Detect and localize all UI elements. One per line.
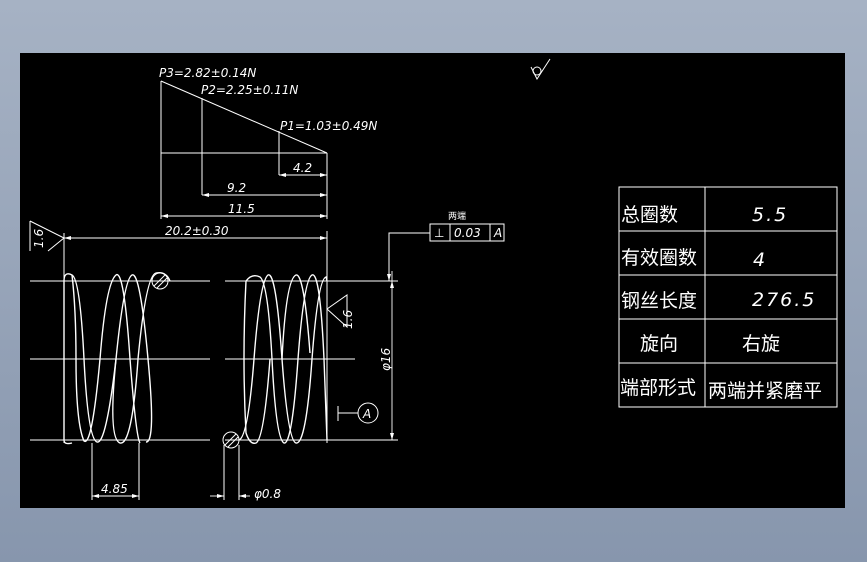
- roughness-general-icon: [530, 58, 551, 81]
- spec-value-end-type: 两端并紧磨平: [708, 380, 822, 402]
- spring-drawing: P3=2.82±0.14N P2=2.25±0.11N P1=1.03±0.49…: [29, 58, 838, 501]
- force-diagram: P3=2.82±0.14N P2=2.25±0.11N P1=1.03±0.49…: [159, 66, 377, 219]
- tolerance-value: 0.03: [454, 226, 481, 240]
- tolerance-symbol: ⊥: [434, 226, 444, 240]
- force-p2-label: P2=2.25±0.11N: [201, 83, 298, 97]
- free-length-dimension: 20.2±0.30 1.6: [29, 220, 328, 443]
- spec-value-active-coils: 4: [753, 249, 767, 271]
- spec-value-wire-length: 276.5: [752, 289, 816, 311]
- dim-11-5-label: 11.5: [228, 202, 255, 216]
- spec-label-total-coils: 总圈数: [621, 204, 678, 226]
- wire-diameter-dimension: φ0.8: [210, 445, 281, 501]
- spec-label-wire-length: 钢丝长度: [621, 290, 697, 312]
- spec-table: 总圈数 5.5 有效圈数 4 钢丝长度 276.5 旋向 右旋 端部形式 两端并…: [618, 186, 838, 408]
- tolerance-datum: A: [493, 226, 502, 240]
- dim-4-2-label: 4.2: [293, 161, 312, 175]
- spec-value-total-coils: 5.5: [752, 204, 788, 226]
- drawing-canvas: P3=2.82±0.14N P2=2.25±0.11N P1=1.03±0.49…: [20, 53, 845, 508]
- roughness-left-label: 1.6: [32, 229, 46, 248]
- wire-diameter-label: φ0.8: [254, 487, 281, 501]
- spec-label-end-type: 端部形式: [620, 377, 696, 399]
- datum-a-symbol: A: [337, 402, 379, 424]
- free-length-label: 20.2±0.30: [165, 224, 229, 238]
- spec-label-active-coils: 有效圈数: [621, 247, 697, 269]
- tolerance-note: 两端: [448, 210, 466, 222]
- datum-a-label: A: [362, 407, 371, 421]
- spring-body: [30, 271, 355, 449]
- dim-9-2-label: 9.2: [227, 181, 246, 195]
- outer-diameter-dimension: φ16: [327, 271, 398, 441]
- spec-value-direction: 右旋: [742, 333, 780, 355]
- tolerance-frame: 两端 ⊥ 0.03 A: [387, 210, 505, 281]
- pitch-dimension: 4.85: [91, 443, 140, 500]
- pitch-label: 4.85: [101, 482, 128, 496]
- force-p3-label: P3=2.82±0.14N: [159, 66, 256, 80]
- force-p1-label: P1=1.03±0.49N: [280, 119, 377, 133]
- outer-diameter-label: φ16: [379, 347, 393, 371]
- roughness-right-icon: 1.6: [326, 294, 355, 329]
- spec-label-direction: 旋向: [640, 333, 678, 355]
- roughness-right-label: 1.6: [341, 310, 355, 329]
